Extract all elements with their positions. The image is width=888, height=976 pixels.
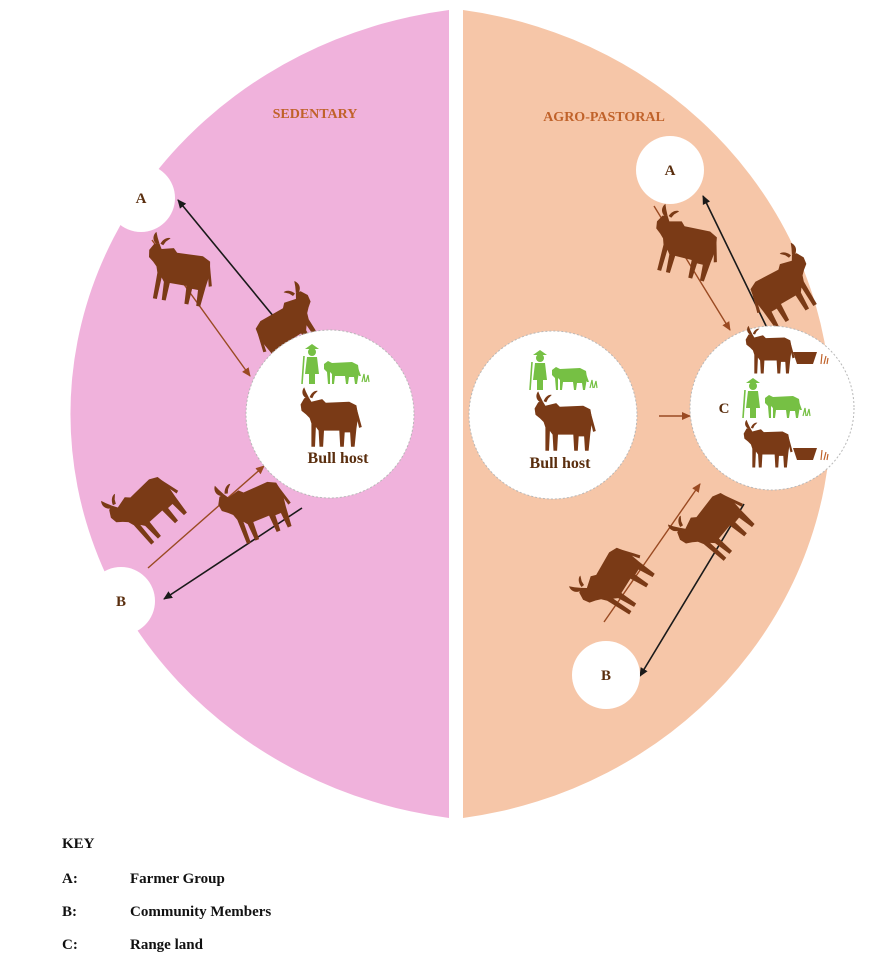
key-label: Farmer Group xyxy=(130,871,225,904)
key-code: A: xyxy=(62,871,130,904)
node-b-right-label: B xyxy=(601,668,611,684)
sedentary-title: SEDENTARY xyxy=(273,107,358,122)
key-code: B: xyxy=(62,904,130,937)
key-item: B: Community Members xyxy=(62,904,662,937)
agro-pastoral-title: AGRO-PASTORAL xyxy=(543,110,665,125)
key-code: C: xyxy=(62,937,130,970)
node-a-right-label: A xyxy=(665,163,676,179)
key-title: KEY xyxy=(62,836,662,853)
key-item: C: Range land xyxy=(62,937,662,970)
node-b-left-label: B xyxy=(116,594,126,610)
node-a-left-label: A xyxy=(136,191,147,207)
node-c-label: C xyxy=(719,401,730,417)
key-label: Range land xyxy=(130,937,203,970)
legend-key: KEY A: Farmer Group B: Community Members… xyxy=(62,836,662,970)
key-item: A: Farmer Group xyxy=(62,871,662,904)
livestock-movement-diagram: SEDENTARY AGRO-PASTORAL A B Bull host A … xyxy=(0,0,888,830)
key-label: Community Members xyxy=(130,904,271,937)
bull-host-right-label: Bull host xyxy=(530,455,592,472)
bull-host-left-label: Bull host xyxy=(308,450,370,467)
